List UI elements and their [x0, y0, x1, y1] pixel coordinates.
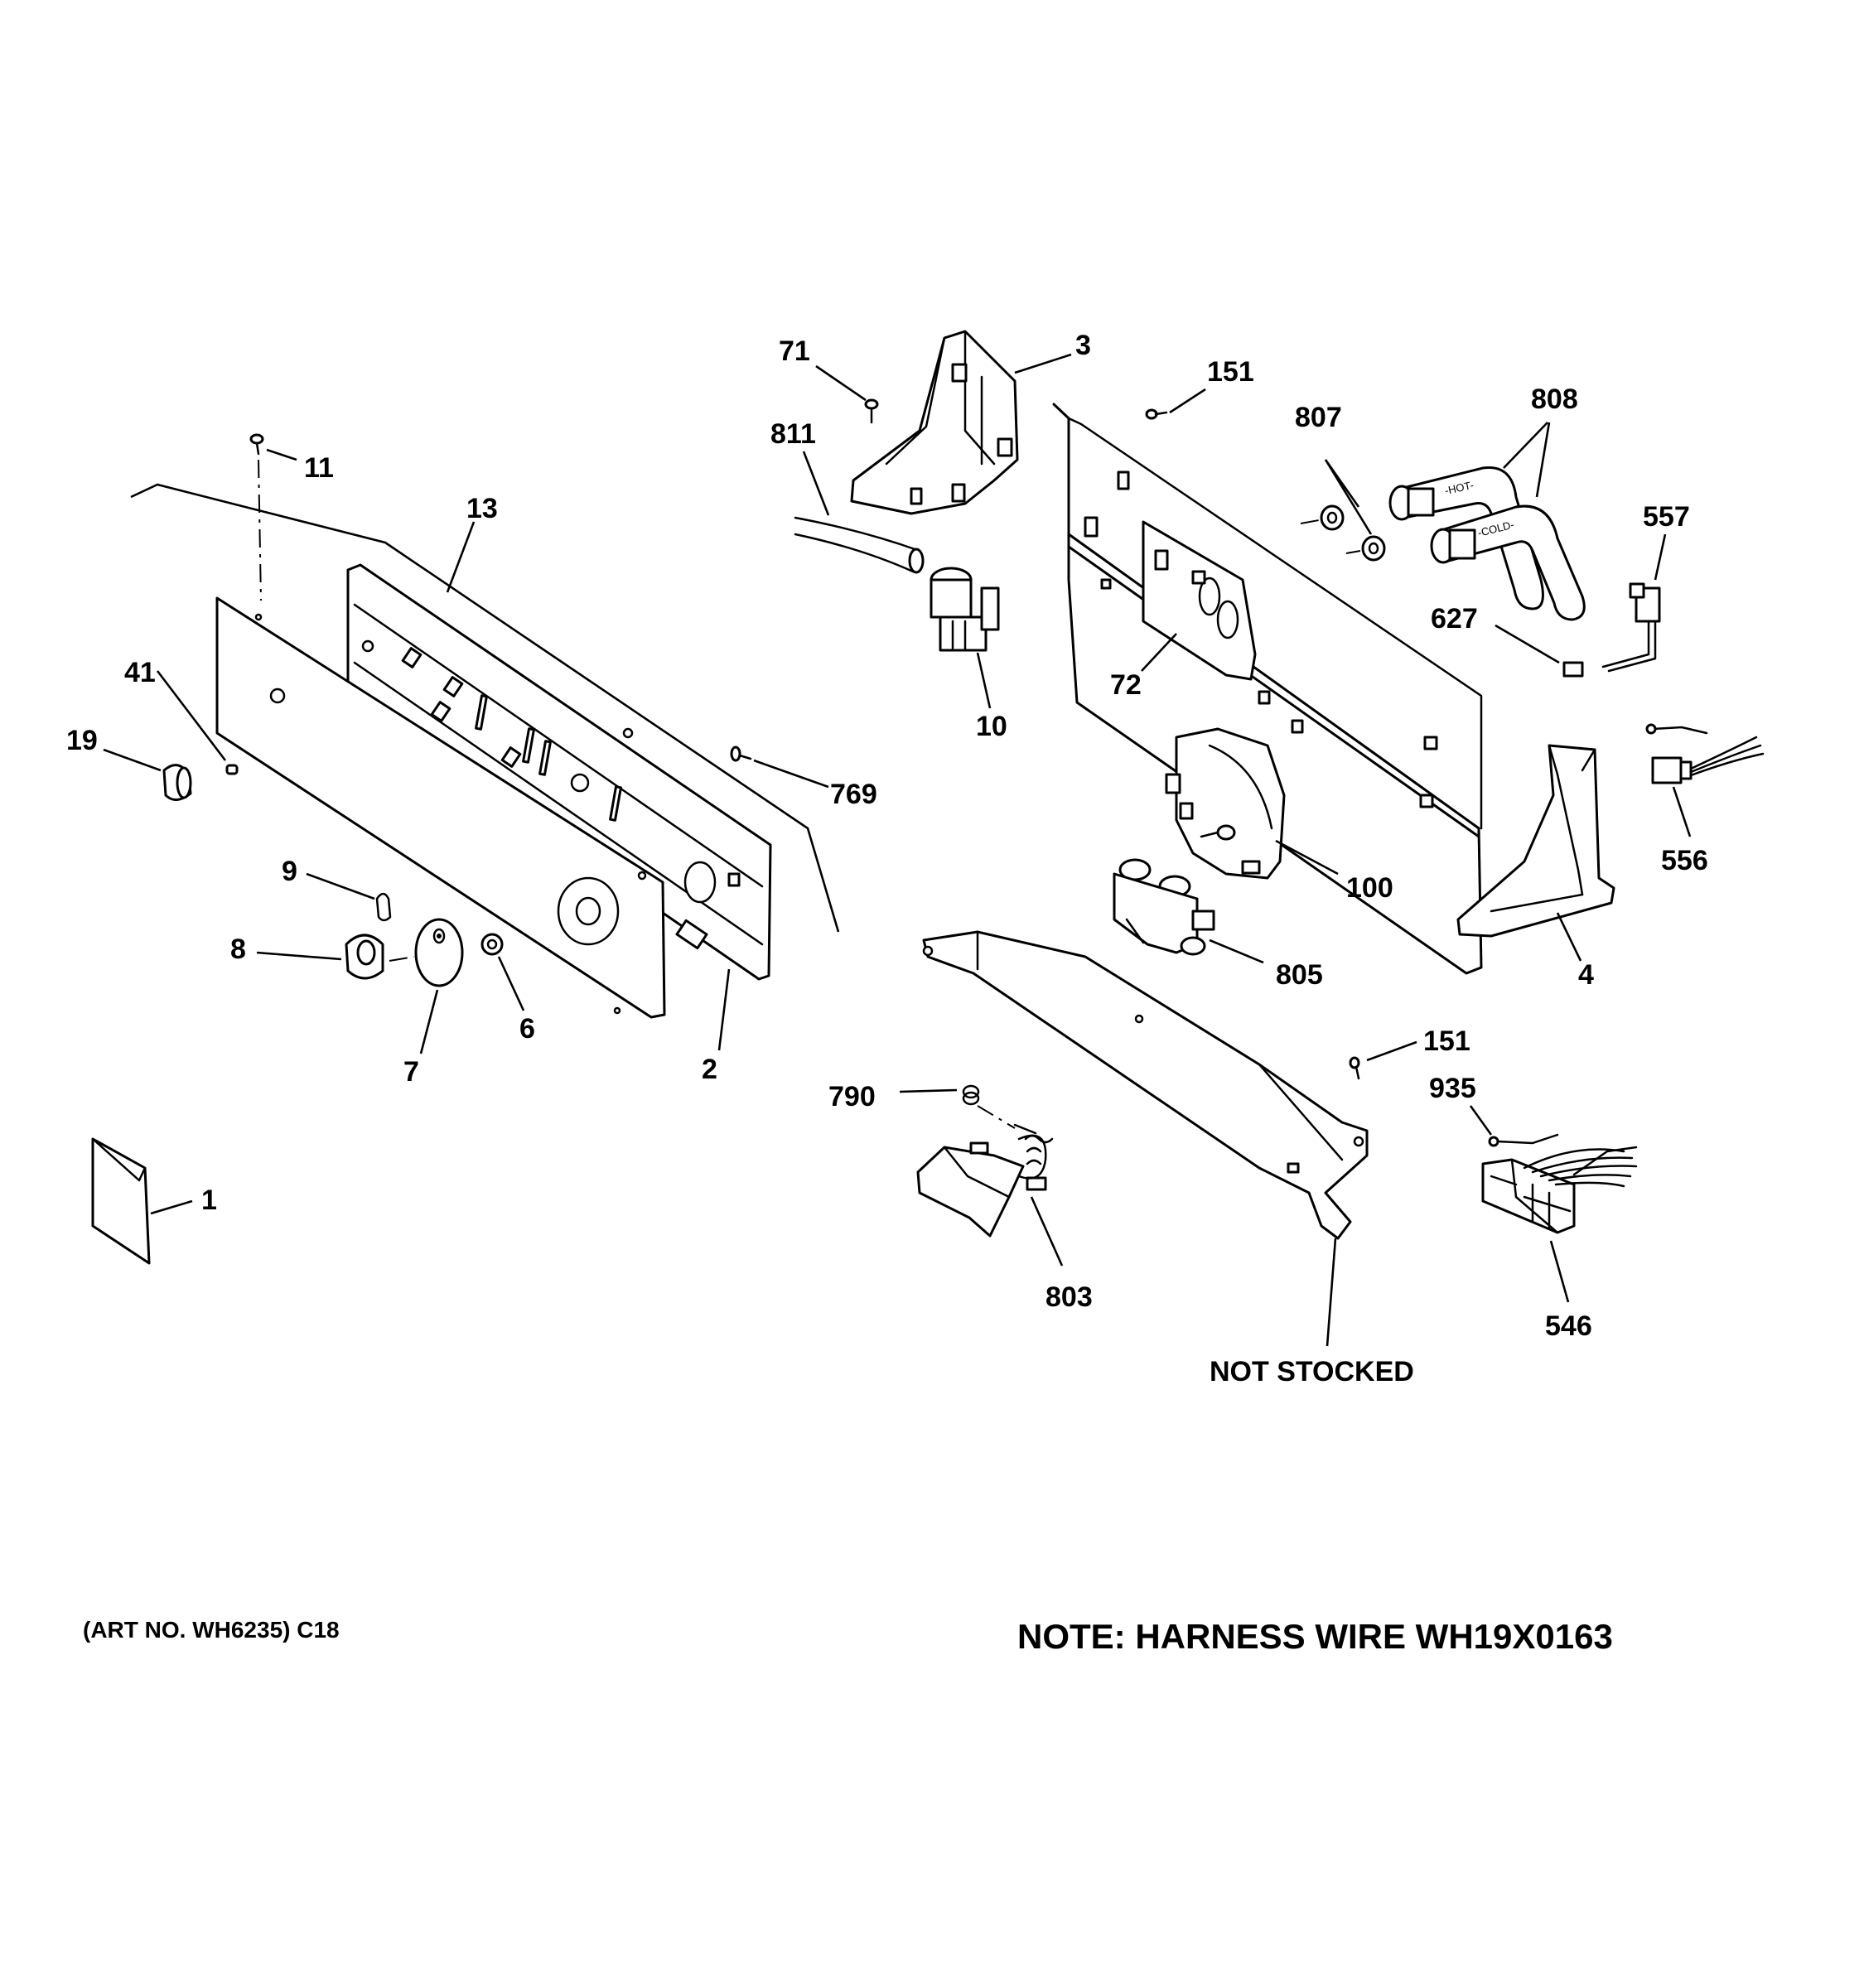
rear-panel-72: [1052, 403, 1483, 975]
callout-6: 6: [519, 1013, 535, 1045]
callout-808: 808: [1531, 384, 1578, 415]
callout-807: 807: [1295, 402, 1342, 433]
callout-805: 805: [1276, 959, 1323, 991]
nut-6: [480, 933, 504, 956]
leader-lines: [103, 353, 1692, 1347]
callout-811: 811: [770, 418, 816, 450]
wire-935: [1488, 1133, 1559, 1147]
callout-71: 71: [779, 335, 810, 367]
pressure-switch-10: [930, 567, 1000, 652]
callout-803: 803: [1045, 1281, 1093, 1313]
screw-11-axis: [258, 459, 262, 601]
clamp-790: [962, 1084, 980, 1106]
callout-3: 3: [1075, 330, 1091, 361]
callout-627: 627: [1431, 603, 1478, 635]
washer-807-a: [1320, 504, 1345, 531]
screw-769: [730, 746, 752, 762]
harness-546: [1481, 1146, 1638, 1234]
spring-41: [225, 764, 239, 775]
harness-note: NOTE: HARNESS WIRE WH19X0163: [1017, 1617, 1613, 1656]
callout-546: 546: [1545, 1310, 1592, 1342]
connector-627: [1562, 661, 1584, 678]
timer-100: [1165, 727, 1286, 880]
callout-769: 769: [830, 779, 877, 810]
washer-axis-a: [1300, 519, 1320, 524]
knob-19: [162, 764, 192, 801]
washer-axis-b: [1345, 550, 1361, 554]
screw-151-top: [1145, 408, 1168, 420]
harness-556: [1645, 723, 1765, 784]
callout-4: 4: [1578, 959, 1594, 991]
tube-axis: [977, 1105, 1016, 1129]
lower-bracket-not-stocked: [922, 930, 1369, 1240]
inlet-hose-cold: -COLD-: [1430, 504, 1586, 621]
water-valve-805: [1113, 858, 1215, 956]
screw-71: [864, 398, 879, 424]
screw-151-lower: [1349, 1056, 1360, 1080]
callout-935: 935: [1429, 1073, 1476, 1104]
callout-151-top: 151: [1207, 356, 1254, 388]
callout-41: 41: [124, 657, 156, 688]
dial-7: [414, 918, 464, 987]
control-panel: [215, 596, 666, 1019]
knob-8: [345, 934, 384, 980]
callout-10: 10: [976, 711, 1007, 742]
inlet-hose-hot: -HOT-: [1388, 466, 1544, 610]
art-number: (ART NO. WH6235) C18: [83, 1617, 340, 1643]
lid-switch-557: [1601, 582, 1661, 673]
callout-13: 13: [466, 493, 498, 524]
callout-151-lower: 151: [1423, 1025, 1470, 1057]
callout-790: 790: [828, 1081, 876, 1112]
callout-72: 72: [1110, 669, 1142, 701]
callout-8: 8: [230, 934, 246, 965]
callout-1: 1: [201, 1185, 217, 1216]
callout-9: 9: [282, 856, 297, 887]
callout-11: 11: [304, 452, 334, 484]
backsplash-outline-line: [130, 483, 840, 933]
callout-19: 19: [66, 725, 98, 756]
literature-envelope: [91, 1137, 151, 1265]
control-panel-bracket: [346, 563, 772, 981]
washer-807-b: [1361, 535, 1386, 562]
hose-811: [794, 516, 925, 574]
callout-7: 7: [403, 1056, 419, 1088]
callout-556: 556: [1661, 845, 1708, 876]
screw-11: [249, 433, 264, 456]
end-cap-4: [1456, 744, 1615, 938]
callout-2: 2: [702, 1054, 717, 1085]
end-cap-3: [850, 330, 1019, 515]
callout-557: 557: [1643, 501, 1690, 533]
hose-hot-label: -HOT-: [1444, 479, 1475, 497]
tube-assembly-803: [916, 1123, 1054, 1238]
callout-not-stocked: NOT STOCKED: [1210, 1356, 1414, 1387]
knob-dial-axis: [389, 956, 415, 962]
callout-100: 100: [1346, 872, 1393, 904]
clip-9: [375, 892, 392, 922]
